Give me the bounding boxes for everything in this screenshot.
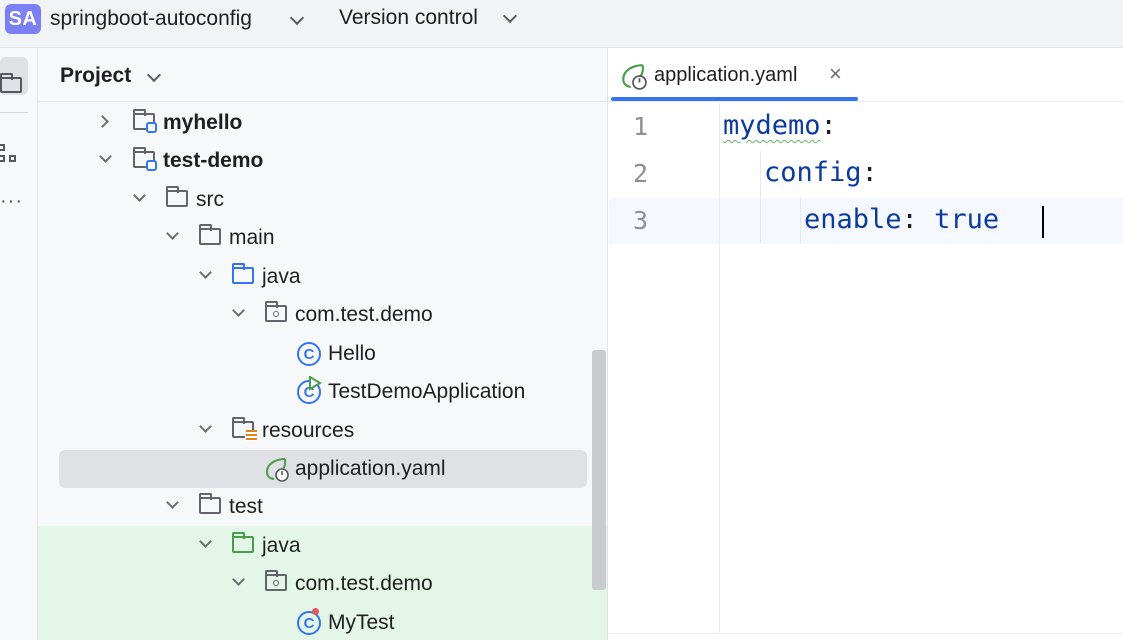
line-number: 3 — [633, 206, 649, 235]
project-badge[interactable]: SA — [5, 4, 41, 34]
tree-item-myhello[interactable]: myhello — [38, 104, 607, 142]
yaml-value: true — [934, 204, 1000, 235]
source-folder-icon — [232, 263, 254, 284]
resources-folder-icon — [232, 417, 257, 441]
test-source-folder-icon — [232, 532, 254, 553]
folder-icon — [199, 493, 221, 514]
package-icon — [265, 301, 287, 322]
tree-item-application-yaml[interactable]: application.yaml — [38, 450, 607, 488]
tree-item-src[interactable]: src — [38, 181, 607, 219]
tree-item-test[interactable]: test — [38, 488, 607, 526]
editor-bottom-divider — [609, 633, 1123, 634]
tab-application-yaml[interactable]: application.yaml × — [609, 48, 859, 102]
chevron-down-icon[interactable] — [232, 573, 245, 586]
class-icon: C — [297, 342, 321, 366]
tree-item-label: resources — [262, 419, 355, 442]
folder-icon — [199, 224, 221, 245]
module-folder-icon — [133, 147, 157, 171]
tree-item-label: com.test.demo — [295, 572, 433, 595]
active-tab-indicator — [611, 97, 858, 101]
tree-item-label: test-demo — [163, 149, 264, 172]
chevron-down-icon[interactable] — [166, 227, 179, 240]
yaml-key: config — [764, 157, 862, 188]
chevron-down-icon[interactable] — [166, 496, 179, 509]
panel-divider — [38, 101, 607, 102]
spring-config-icon — [622, 64, 647, 90]
chevron-down-icon[interactable] — [289, 10, 305, 26]
yaml-key: mydemo — [723, 110, 821, 141]
tree-item-label: java — [262, 534, 301, 557]
tree-item-java-main[interactable]: java — [38, 258, 607, 296]
chevron-down-icon[interactable] — [232, 304, 245, 317]
tree-item-mytest[interactable]: C MyTest — [38, 604, 607, 640]
editor-tab-bar: application.yaml × — [609, 48, 1123, 102]
tab-label: application.yaml — [654, 64, 798, 86]
project-panel: Project myhello test-demo src main java … — [38, 48, 608, 640]
run-badge-icon — [309, 376, 322, 391]
tree-item-hello[interactable]: C Hello — [38, 335, 607, 373]
yaml-colon: : — [901, 204, 935, 235]
yaml-key: enable — [804, 204, 902, 235]
project-tool-button[interactable] — [0, 57, 28, 95]
tree-item-package-main[interactable]: com.test.demo — [38, 296, 607, 334]
tree-item-label: src — [196, 188, 224, 211]
code-editor[interactable]: 1 2 3 mydemo: config: enable: true — [609, 103, 1123, 633]
close-icon[interactable]: × — [829, 61, 842, 86]
project-panel-title[interactable]: Project — [60, 64, 132, 87]
chevron-down-icon[interactable] — [502, 8, 518, 24]
indent-guide — [760, 151, 761, 243]
version-control-dropdown[interactable]: Version control — [339, 6, 478, 29]
gutter-divider — [719, 103, 720, 633]
tree-item-main[interactable]: main — [38, 219, 607, 257]
strip-divider — [0, 112, 28, 113]
tool-window-strip: ··· — [0, 48, 38, 640]
selected-row-highlight — [59, 450, 587, 488]
tree-item-package-test[interactable]: com.test.demo — [38, 565, 607, 603]
folder-icon — [0, 73, 22, 93]
indent-guide — [800, 198, 801, 243]
code-line-3[interactable]: enable: true — [804, 204, 999, 235]
tree-item-label: MyTest — [328, 611, 395, 634]
tree-item-label: TestDemoApplication — [328, 380, 526, 403]
spring-config-icon — [265, 458, 289, 482]
tree-item-test-demo[interactable]: test-demo — [38, 142, 607, 180]
yaml-colon: : — [820, 110, 837, 141]
tree-item-label: application.yaml — [295, 457, 446, 480]
line-number: 1 — [633, 112, 649, 141]
test-sources-highlight — [38, 526, 607, 640]
project-scrollbar[interactable] — [592, 350, 606, 590]
line-number: 2 — [633, 159, 649, 188]
more-icon[interactable]: ··· — [0, 190, 23, 212]
tree-item-java-test[interactable]: java — [38, 527, 607, 565]
test-badge-icon — [312, 608, 319, 615]
tree-item-label: myhello — [163, 111, 243, 134]
module-folder-icon — [133, 109, 157, 133]
chevron-down-icon[interactable] — [199, 535, 212, 548]
tree-item-label: test — [229, 495, 263, 518]
chevron-down-icon[interactable] — [146, 67, 162, 83]
tree-item-testdemoapplication[interactable]: C TestDemoApplication — [38, 373, 607, 411]
title-bar: SA springboot-autoconfig Version control — [0, 0, 1123, 48]
package-icon — [265, 570, 287, 591]
text-caret — [1042, 206, 1044, 238]
code-line-1[interactable]: mydemo: — [723, 110, 837, 141]
current-line-highlight — [609, 198, 1123, 244]
folder-icon — [166, 186, 188, 207]
code-line-2[interactable]: config: — [764, 157, 878, 188]
tree-item-resources[interactable]: resources — [38, 412, 607, 450]
chevron-down-icon[interactable] — [99, 150, 112, 163]
project-name-dropdown[interactable]: springboot-autoconfig — [50, 7, 252, 30]
tree-item-label: java — [262, 265, 301, 288]
chevron-down-icon[interactable] — [199, 420, 212, 433]
test-class-icon: C — [297, 611, 321, 635]
chevron-down-icon[interactable] — [199, 266, 212, 279]
tree-item-label: main — [229, 226, 275, 249]
chevron-right-icon[interactable] — [96, 115, 109, 128]
tree-item-label: Hello — [328, 342, 376, 365]
yaml-colon: : — [861, 157, 878, 188]
tree-item-label: com.test.demo — [295, 303, 433, 326]
chevron-down-icon[interactable] — [133, 189, 146, 202]
structure-icon[interactable] — [0, 144, 20, 164]
